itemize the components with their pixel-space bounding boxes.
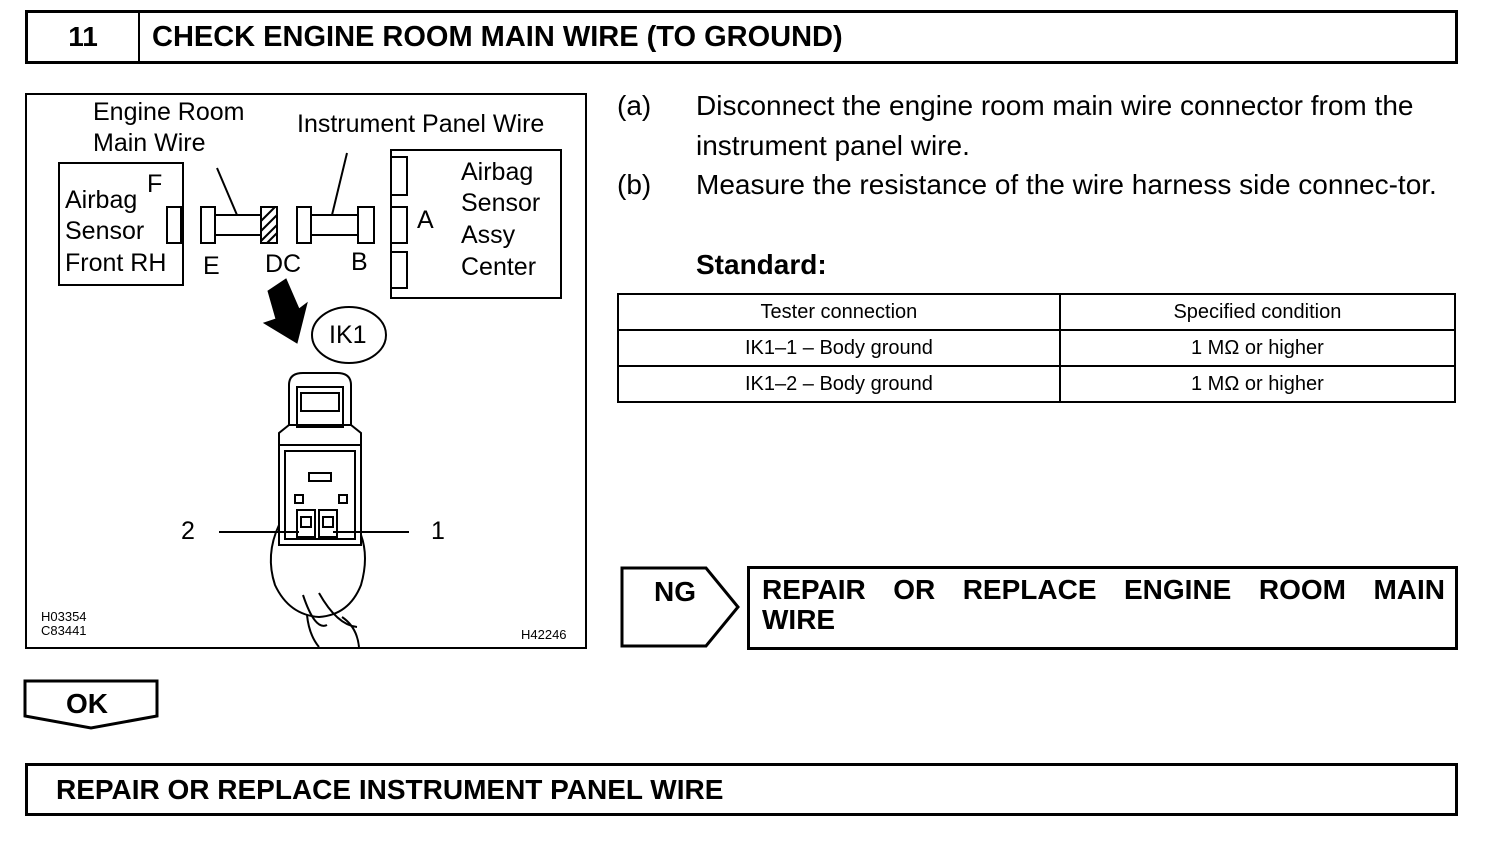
label-left-box-1: Airbag bbox=[65, 186, 138, 214]
label-right-box-3: Assy bbox=[461, 221, 516, 249]
step-title: CHECK ENGINE ROOM MAIN WIRE (TO GROUND) bbox=[152, 21, 843, 53]
label-pin-1: 1 bbox=[431, 517, 445, 545]
connector-e bbox=[200, 206, 216, 244]
step-b-text: Measure the resistance of the wire harne… bbox=[696, 169, 1437, 200]
figure-code-2: C83441 bbox=[41, 623, 87, 638]
table-cell: IK1–2 – Body ground bbox=[617, 365, 1061, 403]
table-cell: 1 MΩ or higher bbox=[1058, 365, 1457, 403]
label-f: F bbox=[147, 170, 163, 198]
ng-action-text-line2: WIRE bbox=[762, 604, 836, 635]
ng-arrow-box bbox=[620, 566, 740, 648]
label-pin-2: 2 bbox=[181, 517, 195, 545]
label-right-box-2: Sensor bbox=[461, 189, 541, 217]
connector-b bbox=[357, 206, 375, 244]
step-a-text: Disconnect the engine room main wire con… bbox=[696, 90, 1414, 161]
ng-label: NG bbox=[654, 576, 696, 607]
table-header-cell: Specified condition bbox=[1058, 293, 1457, 331]
ng-action-box: REPAIR OR REPLACE ENGINE ROOM MAIN WIRE bbox=[747, 566, 1458, 650]
table-cell: IK1–1 – Body ground bbox=[617, 329, 1061, 367]
label-right-box-1: Airbag bbox=[461, 158, 534, 186]
arrow-down-icon bbox=[262, 278, 308, 344]
label-left-box-3: Front RH bbox=[65, 249, 167, 277]
figure-code-1: H03354 bbox=[41, 609, 87, 624]
connector-c bbox=[296, 206, 312, 244]
final-action-box: REPAIR OR REPLACE INSTRUMENT PANEL WIRE bbox=[25, 763, 1458, 816]
diagram-graphics bbox=[58, 149, 562, 647]
table-cell: 1 MΩ or higher bbox=[1058, 329, 1457, 367]
label-engine-room-main-wire-1: Engine Room bbox=[93, 98, 245, 126]
table-header-row: Tester connection Specified condition bbox=[617, 293, 1457, 331]
table-header-cell: Tester connection bbox=[617, 293, 1061, 331]
ok-arrow-box bbox=[23, 679, 159, 730]
step-a-letter: (a) bbox=[617, 90, 652, 121]
standard-label: Standard: bbox=[696, 249, 827, 280]
step-header: 11 CHECK ENGINE ROOM MAIN WIRE (TO GROUN… bbox=[25, 10, 1458, 64]
ok-label: OK bbox=[66, 688, 108, 719]
ng-action-text-line1: REPAIR OR REPLACE ENGINE ROOM MAIN bbox=[762, 574, 1445, 605]
label-dc: DC bbox=[265, 250, 302, 278]
figure-code-3: H42246 bbox=[521, 627, 567, 642]
ik1-callout bbox=[311, 306, 387, 364]
label-instrument-panel-wire: Instrument Panel Wire bbox=[297, 110, 545, 138]
step-b-letter: (b) bbox=[617, 169, 652, 200]
label-right-box-4: Center bbox=[461, 253, 537, 281]
label-ik1: IK1 bbox=[329, 321, 367, 349]
final-action-text: REPAIR OR REPLACE INSTRUMENT PANEL WIRE bbox=[56, 774, 724, 805]
specification-table: Tester connection Specified condition IK… bbox=[617, 293, 1457, 403]
step-number: 11 bbox=[28, 13, 140, 61]
label-engine-room-main-wire-2: Main Wire bbox=[93, 129, 206, 157]
table-row: IK1–1 – Body ground 1 MΩ or higher bbox=[617, 329, 1457, 367]
airbag-sensor-front-rh-box bbox=[58, 162, 184, 286]
label-b: B bbox=[351, 248, 368, 276]
label-e: E bbox=[203, 252, 220, 280]
wiring-diagram: Engine Room Main Wire Instrument Panel W… bbox=[25, 93, 587, 649]
label-a: A bbox=[417, 206, 434, 234]
ik1-connector-front-view bbox=[219, 372, 409, 647]
table-row: IK1–2 – Body ground 1 MΩ or higher bbox=[617, 365, 1457, 403]
label-left-box-2: Sensor bbox=[65, 217, 145, 245]
